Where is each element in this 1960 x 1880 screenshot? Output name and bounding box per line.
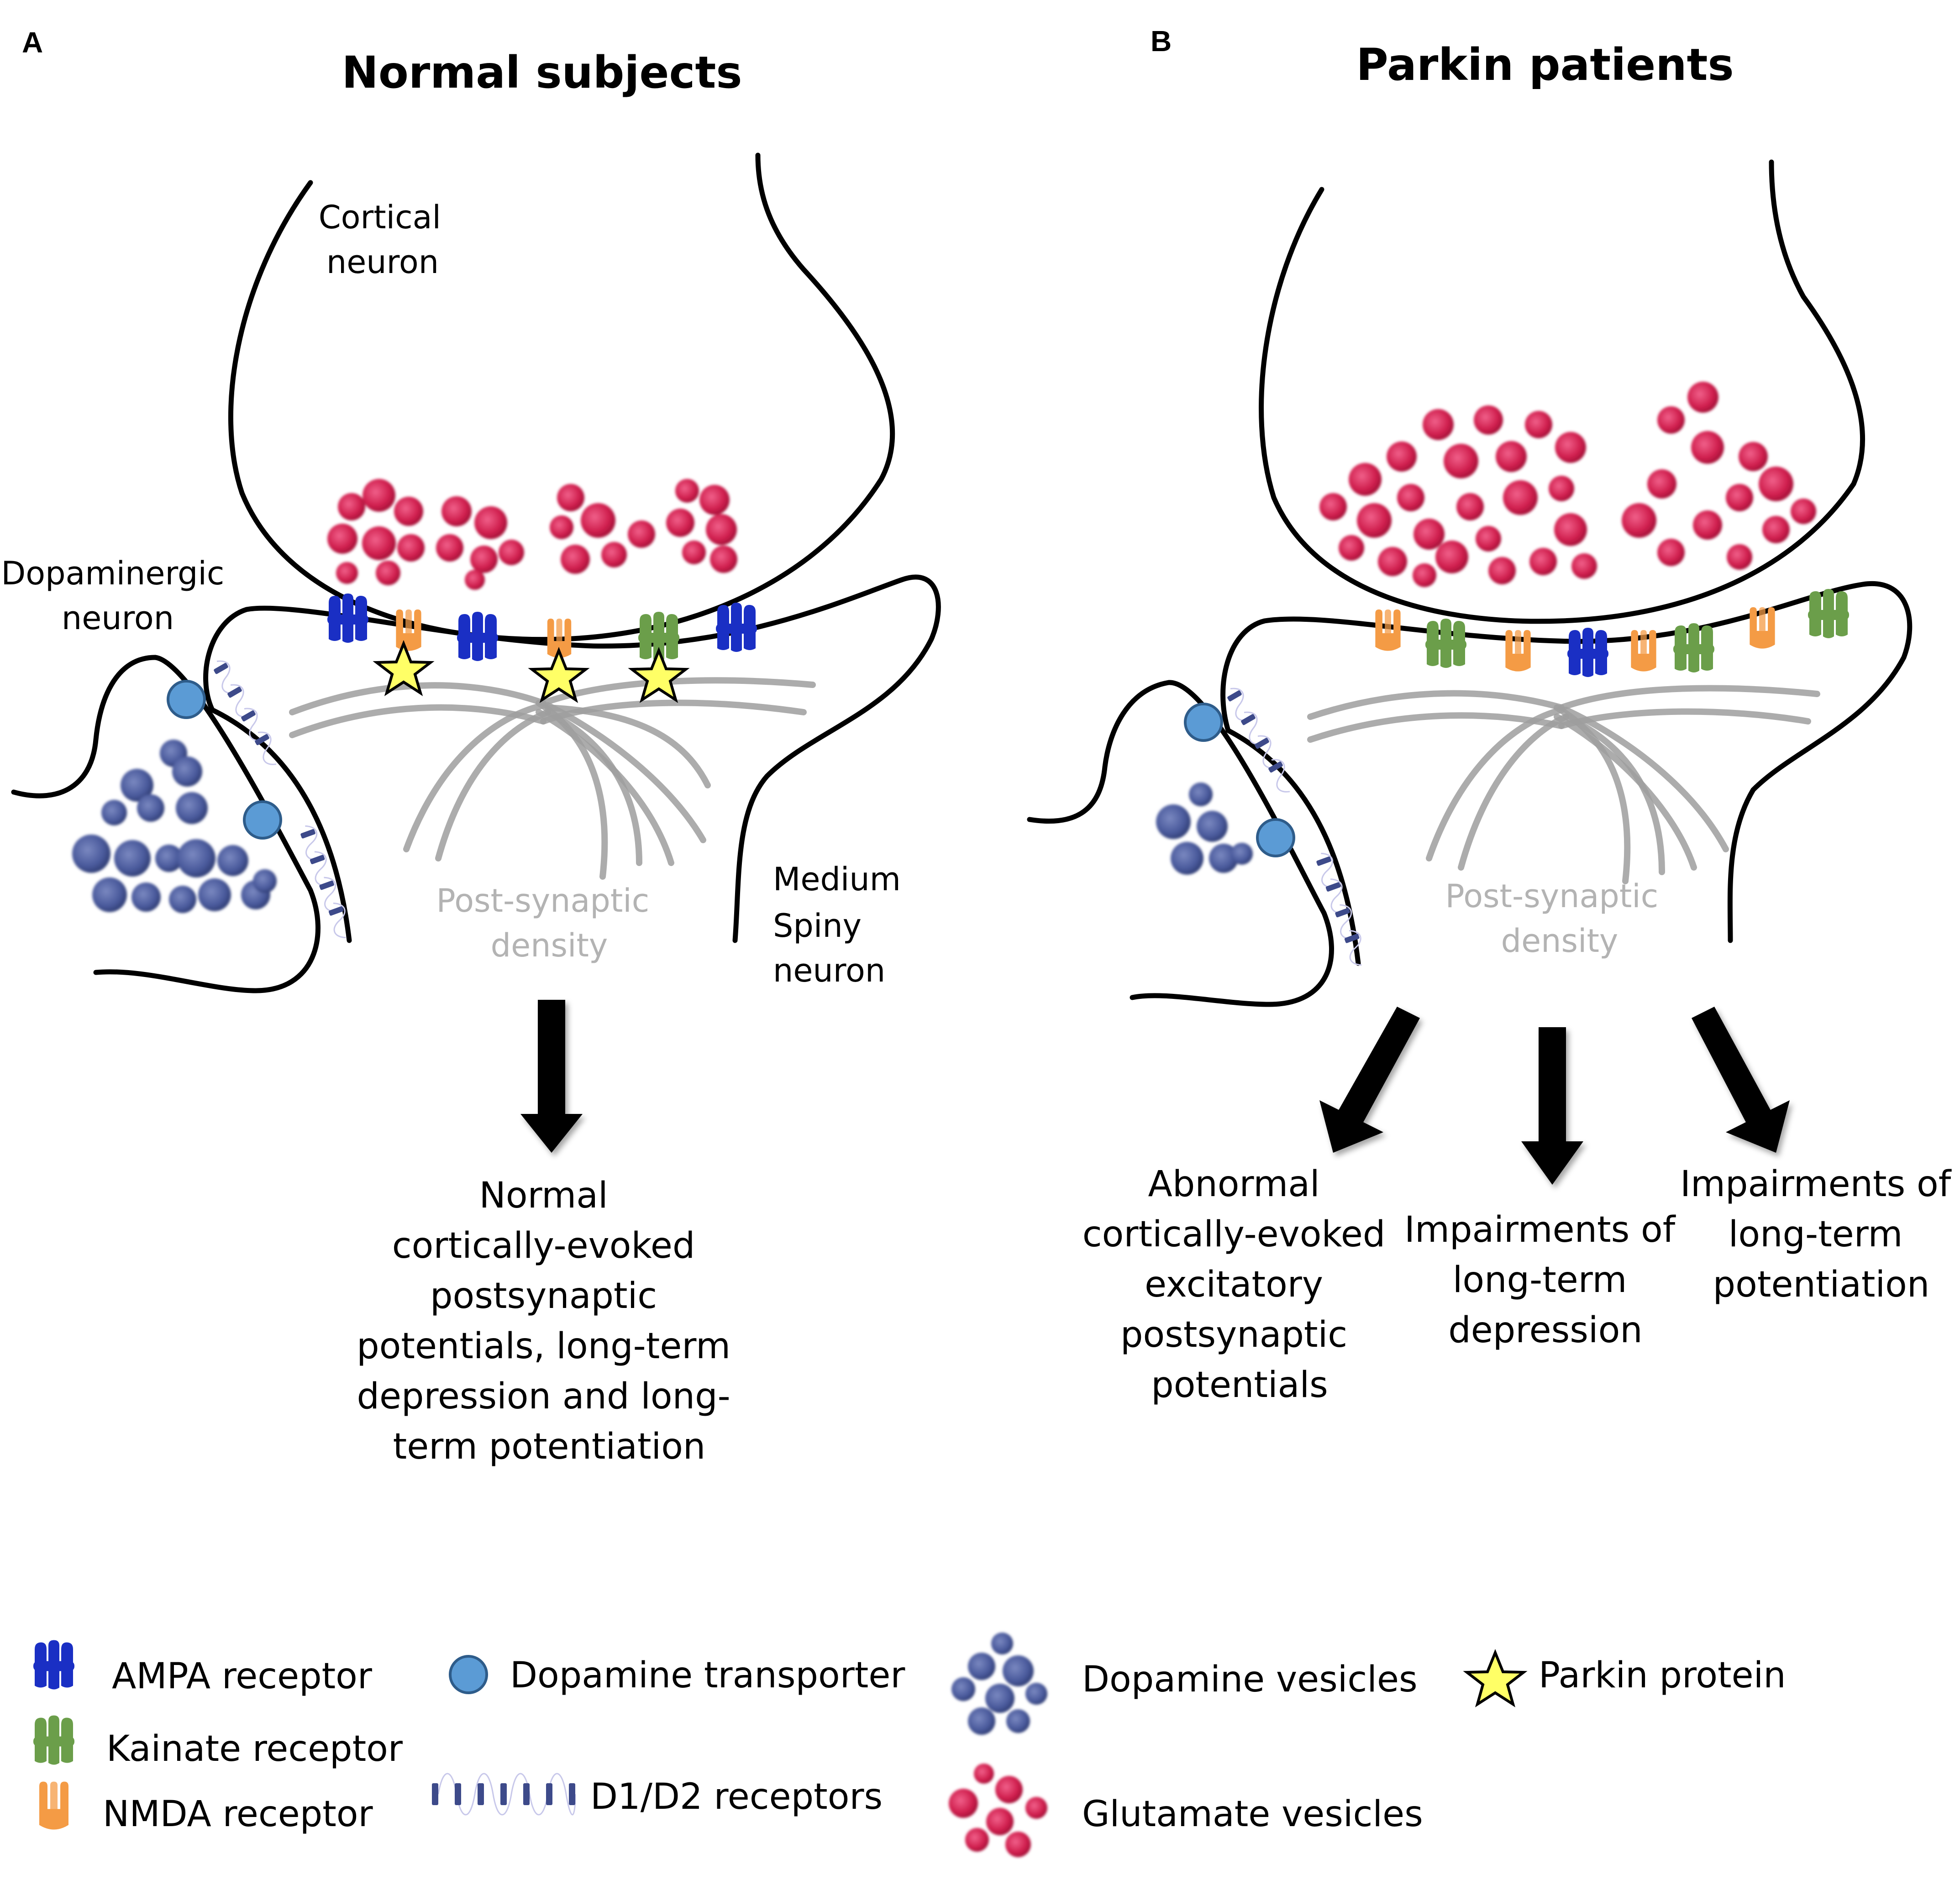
parkin-star-icon [1463, 1649, 1528, 1707]
abnormal-epsp-outcome-text: Abnormal cortically-evoked excitatory po… [1082, 1164, 1397, 1406]
outcome-arrow-b-left [1319, 1007, 1420, 1153]
dopamine-transporter [1184, 703, 1223, 742]
nmda-receptor [1505, 630, 1531, 672]
parkin-star-icon [528, 646, 590, 703]
ampa-receptor [716, 603, 757, 652]
ltp-impairment-outcome-text: Impairments of long-term potentiation [1680, 1164, 1960, 1305]
medium-spiny-neuron-label: Medium Spiny neuron [773, 861, 911, 989]
kainate-receptor-icon [33, 1715, 74, 1765]
outcome-arrow-b-middle [1521, 1027, 1583, 1185]
receptors-a [327, 593, 757, 661]
legend-nmda-label: NMDA receptor [103, 1794, 373, 1835]
parkin-proteins-a [373, 640, 690, 703]
parkin-star-icon [628, 646, 690, 703]
kainate-receptor [1425, 619, 1466, 668]
panel-a-synapse: Cortical neuron Dopaminergic neuron Medi… [1, 152, 941, 1467]
dopaminergic-neuron-membrane-b [1027, 680, 1334, 1007]
medium-spiny-neuron-membrane [203, 574, 941, 943]
receptors-b [1375, 589, 1849, 677]
dopamine-vesicles-a [72, 740, 277, 913]
post-synaptic-density-fibers-b [1307, 685, 1820, 884]
dopamine-vesicles-b [1156, 782, 1253, 875]
glutamate-vesicles-icon [949, 1764, 1047, 1857]
panel-b-synapse: Post-synaptic density Abnormal corticall… [1027, 159, 1960, 1406]
nmda-receptor [396, 609, 421, 651]
post-synaptic-density-fibers [289, 677, 816, 880]
outcome-arrow-b-right [1692, 1007, 1790, 1153]
dopamine-transporter [1256, 818, 1295, 857]
ampa-receptor-icon [33, 1640, 74, 1690]
ampa-receptor [1567, 628, 1608, 677]
kainate-receptor [1808, 589, 1849, 638]
post-synaptic-density-label-b: Post-synaptic density [1445, 877, 1669, 960]
dopaminergic-neuron-label: Dopaminergic neuron [1, 555, 234, 637]
cortical-neuron-label: Cortical neuron [319, 199, 451, 281]
ltd-impairment-outcome-text: Impairments of long-term depression [1404, 1209, 1687, 1351]
dopamine-vesicles-icon [951, 1633, 1047, 1735]
dopamine-transporter [167, 680, 206, 719]
panel-a-letter: A [22, 26, 43, 59]
legend-transporter-label: Dopamine transporter [510, 1655, 905, 1696]
panel-a-title: Normal subjects [342, 47, 742, 98]
panel-b-title: Parkin patients [1356, 39, 1734, 90]
nmda-receptor-icon [39, 1781, 68, 1830]
dopaminergic-neuron-membrane [11, 655, 321, 993]
ampa-receptor [457, 612, 498, 661]
parkin-star-icon [373, 640, 435, 696]
kainate-receptor [1673, 623, 1714, 672]
nmda-receptor [1631, 630, 1656, 672]
ampa-receptor [327, 593, 368, 643]
legend-d1d2-label: D1/D2 receptors [590, 1776, 883, 1817]
dopamine-transporter [243, 800, 282, 840]
normal-outcome-text: Normal cortically-evoked postsynaptic po… [357, 1175, 742, 1467]
legend: AMPA receptor Kainate receptor NMDA rece… [33, 1633, 1786, 1857]
legend-kainate-label: Kainate receptor [106, 1728, 403, 1770]
glutamate-vesicles-a [327, 479, 737, 590]
legend-dopamine-vesicles-label: Dopamine vesicles [1082, 1659, 1418, 1700]
legend-ampa-label: AMPA receptor [112, 1656, 373, 1697]
legend-glutamate-vesicles-label: Glutamate vesicles [1082, 1794, 1423, 1835]
dopamine-transporter-icon [449, 1655, 488, 1694]
d1-d2-receptor-icon [432, 1773, 576, 1816]
nmda-receptor [1375, 609, 1401, 651]
outcome-arrow-a [520, 1000, 583, 1153]
cortical-neuron-membrane-b [1259, 159, 1865, 624]
legend-parkin-label: Parkin protein [1539, 1655, 1786, 1696]
medium-spiny-neuron-membrane-b [1220, 581, 1913, 966]
post-synaptic-density-label: Post-synaptic density [436, 882, 660, 964]
nmda-receptor [1750, 607, 1775, 649]
glutamate-vesicles-b [1319, 382, 1816, 587]
panel-b-letter: B [1151, 25, 1172, 58]
